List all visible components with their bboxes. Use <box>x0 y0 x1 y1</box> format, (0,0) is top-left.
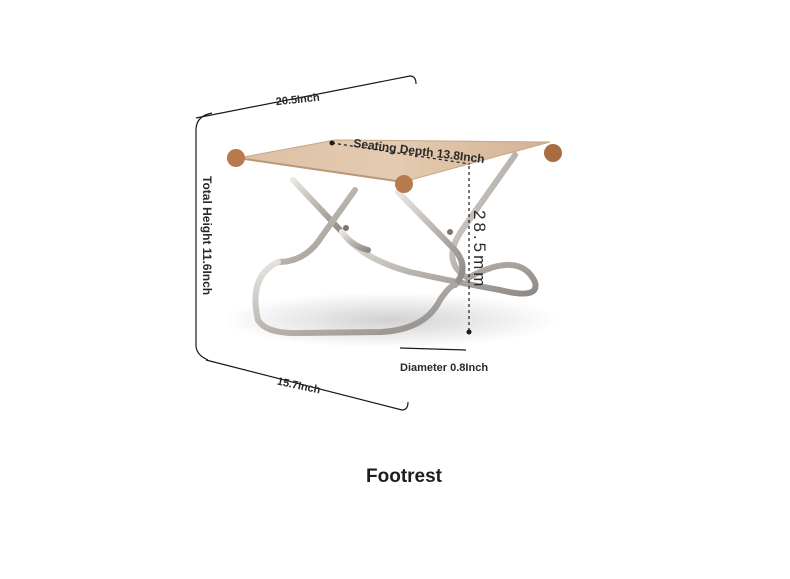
steel-frame <box>252 152 539 337</box>
tube-dimension-dot <box>466 329 472 335</box>
hinge-rivet <box>343 225 349 231</box>
hinge-rivet <box>447 229 453 235</box>
seating-depth-dot <box>329 140 335 146</box>
bottom-width-label: 15.7Inch <box>276 376 322 397</box>
height-bracket-line <box>195 112 213 361</box>
floor-shadow <box>220 292 560 348</box>
diameter-label: Diameter 0.8Inch <box>400 362 488 374</box>
wood-cap-back-right <box>544 144 562 162</box>
total-height-label: Total Height 11.6Inch <box>200 176 214 295</box>
seating-depth-line <box>331 142 471 165</box>
width-label: 20.5Inch <box>275 92 320 109</box>
wood-cap-left <box>227 149 245 167</box>
canvas-seat-front-edge <box>237 157 404 183</box>
tube-size-label: 28.5mm <box>470 210 489 289</box>
wood-cap-front-right <box>395 175 413 193</box>
product-caption: Footrest <box>366 466 442 487</box>
dimension-lines <box>195 75 467 411</box>
bottom-width-bracket-line <box>205 359 409 411</box>
diameter-leader-line <box>399 347 467 351</box>
width-bracket-line <box>195 75 417 119</box>
